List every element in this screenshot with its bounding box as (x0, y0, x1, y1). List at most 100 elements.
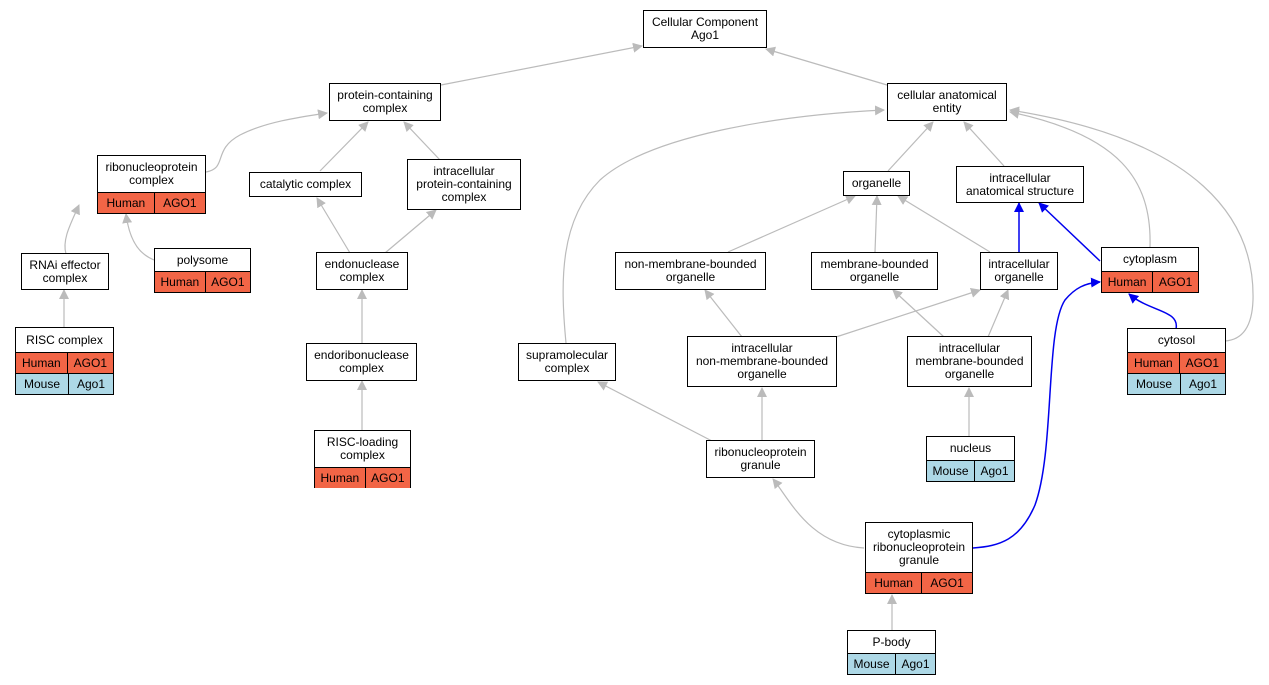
node-label-line: membrane-bounded (820, 257, 929, 271)
species-cell: Mouse (23, 376, 61, 391)
edge-cytoplasm-to-cellular-anatomical-entity (1009, 108, 1151, 248)
node-label-line: cytoplasmic (887, 527, 951, 541)
edge-inmbo-to-non-membrane-bounded-organelle (704, 289, 743, 338)
annotation-row-human: Human AGO1 (866, 572, 972, 593)
node-label-line: organelle (665, 270, 716, 284)
node-label-line: Ago1 (690, 28, 720, 42)
node-cytoplasm[interactable]: cytoplasm Human AGO1 (1101, 247, 1199, 293)
node-label-line: organelle (944, 367, 995, 381)
node-cytosol[interactable]: cytosol Human AGO1 Mouse Ago1 (1127, 328, 1226, 395)
edge-rnai-effector-complex-to-ribonucleoprotein-complex (64, 204, 80, 255)
node-label-line: granule (740, 458, 781, 472)
species-cell: Mouse (1135, 376, 1173, 391)
node-endonuclease-complex[interactable]: endonuclease complex (316, 252, 408, 290)
node-label-line: organelle (849, 270, 900, 284)
node-label-line: protein-containing (337, 88, 433, 102)
node-protein-containing-complex[interactable]: protein-containing complex (329, 83, 441, 121)
species-cell: Human (106, 195, 146, 210)
node-intracellular-membrane-bounded-organelle[interactable]: intracellular membrane-bounded organelle (907, 336, 1032, 387)
node-label-line: organelle (737, 367, 787, 381)
node-label-line: complex (42, 270, 88, 285)
annotation-row-human: Human AGO1 (155, 271, 250, 292)
node-risc-complex[interactable]: RISC complex Human AGO1 Mouse Ago1 (15, 327, 114, 395)
annotation-row-human: Human AGO1 (315, 467, 410, 488)
species-cell: Human (160, 274, 200, 289)
species-cell: Human (874, 575, 913, 590)
node-label-line: polysome (176, 252, 229, 267)
node-label-line: anatomical structure (965, 183, 1075, 198)
node-ribonucleoprotein-granule[interactable]: ribonucleoprotein granule (706, 440, 815, 478)
edge-inmbo-to-intracellular-organelle (835, 288, 981, 338)
edge-organelle-to-cellular-anatomical-entity (887, 121, 934, 172)
edge-membrane-bounded-organelle-to-organelle (871, 195, 882, 253)
node-label-line: intracellular (433, 164, 495, 178)
node-p-body[interactable]: P-body Mouse Ago1 (847, 630, 936, 675)
edge-cytosol-to-cellular-anatomical-entity (1009, 106, 1254, 342)
node-cellular-component[interactable]: Cellular Component Ago1 (643, 10, 767, 48)
node-label-line: organelle (994, 270, 1044, 284)
node-non-membrane-bounded-organelle[interactable]: non-membrane-bounded organelle (615, 252, 766, 290)
node-label-line: intracellular (731, 341, 793, 355)
node-intracellular-organelle[interactable]: intracellular organelle (980, 252, 1058, 290)
node-organelle[interactable]: organelle (843, 171, 910, 196)
edge-ribonucleoprotein-granule-to-supramolecular-complex (597, 381, 713, 442)
edge-endonuclease-complex-to-catalytic-complex (316, 197, 351, 254)
node-label-line: RISC-loading (326, 435, 399, 449)
annotation-row-mouse: Mouse Ago1 (848, 653, 935, 674)
node-label-line: RISC complex (26, 332, 103, 347)
edge-endonuclease-complex-to-intracellular-pcc (384, 209, 437, 254)
node-label-line: Cellular Component (651, 15, 759, 29)
annotation-row-human: Human AGO1 (98, 192, 205, 213)
edge-cellular-anatomical-entity-to-cellular-component (765, 46, 888, 86)
node-ribonucleoprotein-complex[interactable]: ribonucleoprotein complex Human AGO1 (97, 155, 206, 214)
node-label-line: RNAi effector (29, 257, 101, 272)
node-risc-loading-complex[interactable]: RISC-loading complex Human AGO1 (314, 430, 411, 488)
edge-crg-to-cytoplasm-blue (972, 277, 1101, 549)
node-label-line: granule (898, 553, 940, 567)
node-label-line: intracellular (938, 341, 1001, 355)
node-polysome[interactable]: polysome Human AGO1 (154, 248, 251, 293)
edge-imbo-to-membrane-bounded-organelle (892, 289, 945, 338)
species-cell: Mouse (932, 463, 969, 478)
gene-cell: AGO1 (204, 272, 250, 292)
node-rnai-effector-complex[interactable]: RNAi effector complex (21, 253, 109, 290)
annotation-row-human: Human AGO1 (1128, 352, 1225, 373)
node-label-line: ribonucleoprotein (105, 160, 198, 174)
node-label-line: supramolecular (525, 348, 609, 362)
node-membrane-bounded-organelle[interactable]: membrane-bounded organelle (811, 252, 938, 290)
node-catalytic-complex[interactable]: catalytic complex (249, 172, 362, 197)
node-cytoplasmic-ribonucleoprotein-granule[interactable]: cytoplasmic ribonucleoprotein granule Hu… (865, 522, 973, 594)
node-label-line: ribonucleoprotein (872, 540, 966, 554)
node-endoribonuclease-complex[interactable]: endoribonuclease complex (306, 343, 417, 381)
annotation-row-human: Human AGO1 (1102, 271, 1198, 292)
node-label-line: endonuclease (324, 257, 400, 271)
gene-cell: AGO1 (66, 353, 113, 373)
node-label-line: entity (932, 101, 962, 115)
edge-cytosol-to-cytoplasm-blue (1128, 293, 1177, 330)
gene-cell: AGO1 (921, 573, 972, 593)
node-label-line: intracellular (988, 257, 1050, 271)
node-label-line: nucleus (949, 441, 992, 455)
node-label-line: cytosol (1157, 333, 1196, 347)
node-nucleus[interactable]: nucleus Mouse Ago1 (926, 436, 1015, 482)
node-label-line: ribonucleoprotein (714, 445, 807, 459)
edge-ribonucleoprotein-complex-to-protein-containing-complex (205, 109, 328, 173)
node-label-line: intracellular (989, 170, 1051, 185)
edge-cytoplasm-to-ias-blue (1038, 202, 1101, 262)
node-label-line: catalytic complex (259, 177, 352, 191)
node-supramolecular-complex[interactable]: supramolecular complex (518, 343, 616, 381)
node-intracellular-non-membrane-bounded-organelle[interactable]: intracellular non-membrane-bounded organ… (687, 336, 837, 387)
gene-cell: AGO1 (1178, 353, 1225, 373)
node-intracellular-protein-containing-complex[interactable]: intracellular protein-containing complex (407, 159, 521, 210)
node-intracellular-anatomical-structure[interactable]: intracellular anatomical structure (956, 166, 1084, 203)
species-cell: Human (1107, 274, 1147, 289)
gene-cell: Ago1 (895, 654, 935, 674)
node-label-line: non-membrane-bounded (624, 257, 757, 271)
edge-intracellular-organelle-to-organelle (897, 195, 991, 253)
node-label-line: complex (129, 173, 174, 187)
gene-cell: AGO1 (153, 193, 205, 213)
node-cellular-anatomical-entity[interactable]: cellular anatomical entity (887, 83, 1007, 121)
edge-intracellular-anatomical-structure-to-cellular-anatomical-entity (963, 121, 1005, 167)
node-label-line: complex (544, 361, 590, 375)
